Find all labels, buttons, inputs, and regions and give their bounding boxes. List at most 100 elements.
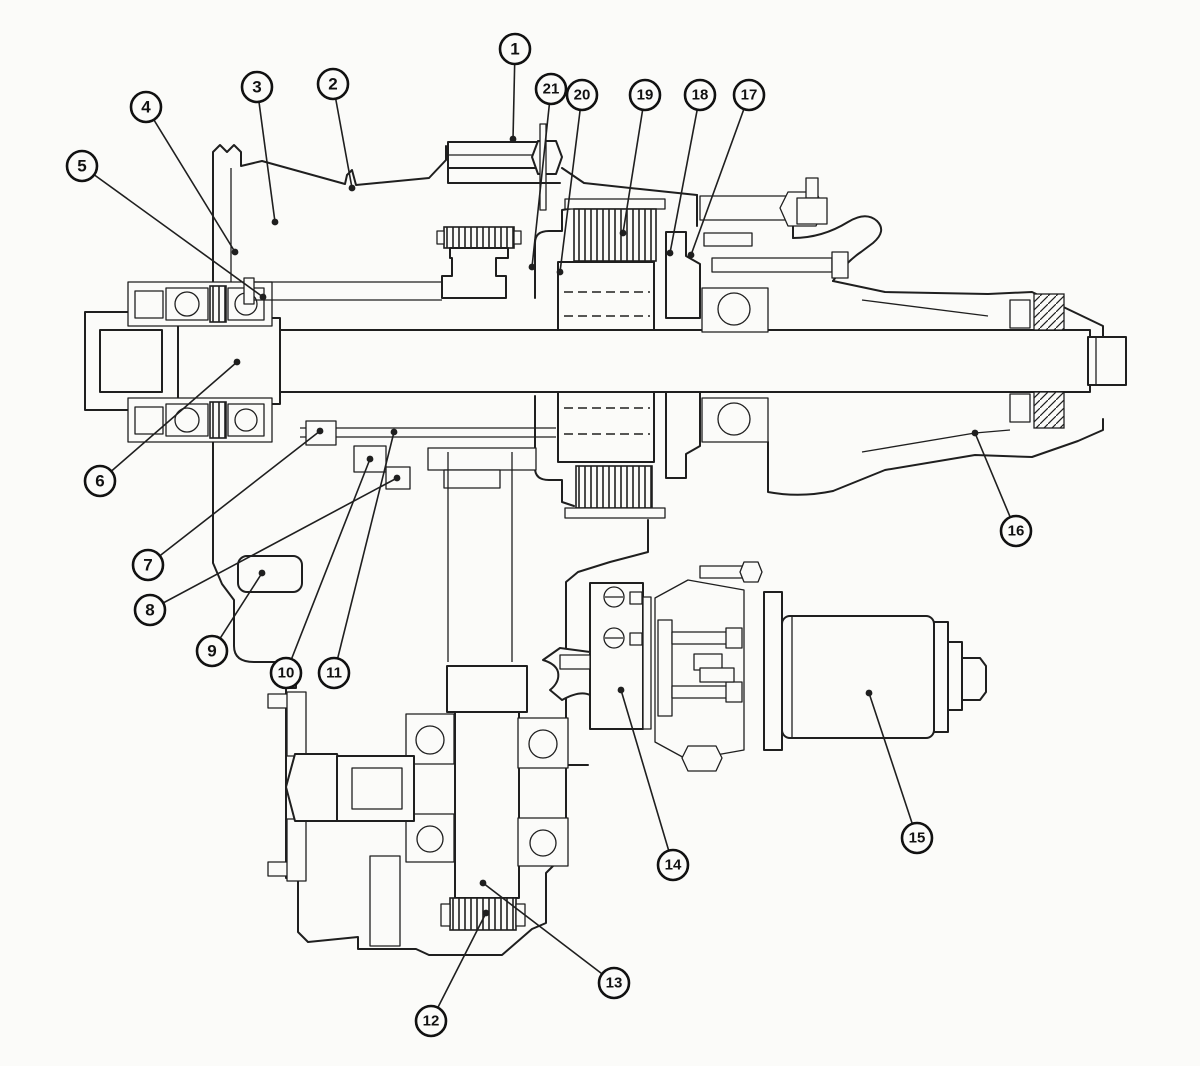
callout-number: 16: [1008, 523, 1025, 540]
leader-target-dot: [865, 689, 873, 697]
callout-19: 19: [619, 78, 662, 237]
input-bearing-group-upper: [127, 281, 273, 327]
bearing-ball-ul: [415, 725, 445, 755]
callout-circle: [732, 78, 766, 112]
callout-15: 15: [865, 689, 934, 855]
bearing-ball-2: [234, 408, 258, 432]
leader-line: [99, 361, 238, 482]
leader-target-dot: [617, 686, 625, 694]
spring-block-2: [699, 667, 735, 683]
callout-10: 10: [269, 455, 374, 690]
front-case-top-left-outline: [212, 144, 447, 288]
callout-number: 13: [606, 975, 623, 992]
callout-circle: [628, 78, 662, 112]
leader-line: [81, 165, 264, 298]
mainshaft-bearing-upper: [701, 287, 769, 333]
gear-pedestal: [441, 247, 509, 299]
top-bolt-boss: [447, 123, 563, 211]
callout-number: 15: [909, 830, 926, 847]
case-bottom-right-corner: [767, 441, 834, 496]
shift-actuator-assembly: [542, 561, 763, 772]
leader-target-dot: [258, 569, 266, 577]
shift-motor: [763, 591, 987, 751]
leader-line: [147, 430, 321, 566]
leader-line: [430, 912, 487, 1022]
seal-lower: [1009, 393, 1031, 423]
callout-14: 14: [617, 686, 690, 882]
leader-target-dot: [316, 427, 324, 435]
callout-circle: [65, 149, 99, 183]
callout-circle: [414, 1004, 448, 1038]
sprocket-head: [446, 665, 528, 713]
extension-bore-bottom-line: [861, 429, 1011, 453]
callout-circle: [597, 966, 631, 1000]
leader-target-dot: [231, 248, 239, 256]
leader-target-dot: [482, 909, 490, 917]
case-wall-right-of-chain: [565, 519, 649, 854]
drive-chain: [427, 447, 537, 662]
callout-number: 3: [252, 78, 261, 97]
callout-number: 5: [77, 157, 86, 176]
callout-circle: [316, 67, 350, 101]
leader-line: [669, 94, 701, 254]
extension-housing-top: [832, 280, 1104, 338]
long-bolt-head: [831, 251, 849, 279]
motor-end-cap: [947, 641, 963, 711]
leader-target-dot: [619, 229, 627, 237]
actuator-plate-2: [642, 596, 652, 730]
bushing-upper: [1033, 293, 1065, 331]
bearing-ball: [174, 407, 200, 433]
case-tab-upper: [267, 693, 289, 709]
callout-circle: [133, 593, 167, 627]
dowel-pin: [703, 232, 753, 247]
clutch-hub: [557, 261, 655, 331]
bearing-ball-ll: [416, 825, 444, 853]
plate-tab-1: [629, 591, 643, 605]
rear-case-bolts: [699, 177, 849, 279]
leader-target-dot: [687, 251, 695, 259]
callout-3: 3: [240, 70, 279, 226]
chain-case-inner-column: [369, 855, 401, 947]
flange-bore: [351, 767, 403, 810]
shim-stack: [209, 285, 227, 323]
callout-number: 21: [543, 81, 560, 98]
oil-seal: [134, 290, 164, 319]
output-shaft-column: [454, 711, 520, 899]
leader-target-dot: [233, 358, 241, 366]
shim-stack: [209, 401, 227, 439]
bolt-hex-head: [531, 140, 563, 175]
mainshaft-bearing-lower: [701, 397, 769, 443]
callout-circle: [131, 548, 165, 582]
leader-line: [333, 431, 395, 674]
callout-number: 19: [637, 87, 654, 104]
plate-tab-2: [629, 632, 643, 646]
leader-target-dot: [390, 428, 398, 436]
leader-target-dot: [259, 293, 267, 301]
bearing-ball: [717, 402, 751, 436]
callout-number: 1: [510, 40, 519, 59]
callout-1: 1: [498, 32, 532, 143]
callout-13: 13: [479, 879, 631, 1000]
callout-number: 14: [665, 857, 682, 874]
motor-body: [781, 615, 935, 739]
leader-target-dot: [348, 184, 356, 192]
clutch-assembly-upper: [534, 198, 701, 331]
input-yoke-bore: [99, 329, 163, 393]
callout-number: 6: [95, 472, 104, 491]
input-hub: [169, 317, 281, 405]
leader-line: [620, 689, 674, 866]
case-top-right-outline: [561, 167, 698, 196]
callout-12: 12: [414, 909, 490, 1038]
callout-number: 9: [207, 642, 216, 661]
oil-pump-inner: [443, 469, 501, 489]
callout-number: 18: [692, 87, 709, 104]
callout-number: 11: [326, 665, 342, 682]
callout-21: 21: [528, 72, 568, 271]
callout-number: 10: [278, 665, 295, 682]
front-output-shaft-assembly: [285, 665, 569, 931]
clutch-right-plate: [665, 391, 701, 479]
leader-line: [622, 94, 646, 234]
callout-circle: [129, 90, 163, 124]
callout-11: 11: [317, 428, 398, 690]
bolt-shank-horizontal: [699, 195, 789, 221]
